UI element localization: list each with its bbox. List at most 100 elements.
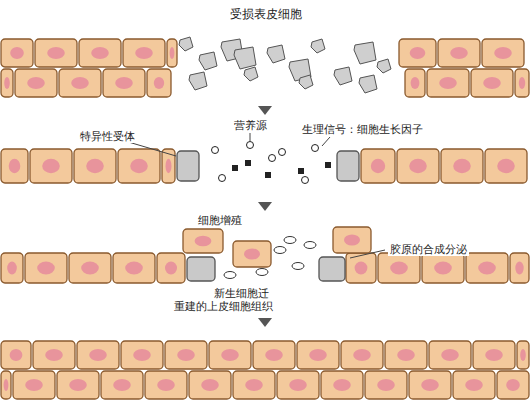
cell-nucleus [245, 379, 263, 391]
epidermal-cell [361, 149, 395, 183]
step-arrow [258, 106, 272, 115]
cell-nucleus [10, 47, 24, 59]
epidermal-cell [510, 253, 529, 283]
cell-fragment [377, 59, 391, 73]
epidermal-cell [397, 149, 439, 183]
cell-nucleus [71, 77, 89, 89]
epidermal-cell [147, 69, 171, 97]
epidermal-cell [30, 149, 72, 183]
cell-nucleus [483, 77, 501, 89]
cell-nucleus [135, 47, 153, 59]
epidermal-cell [429, 341, 471, 369]
cell-nucleus [27, 77, 45, 89]
damaged-cell [177, 151, 199, 181]
cell-nucleus [42, 159, 60, 173]
cell-fragment [299, 75, 313, 89]
epidermal-cell [466, 253, 508, 283]
cell-fragment [267, 45, 285, 63]
collagen [304, 242, 316, 249]
cell-nucleus [411, 77, 420, 89]
damaged-cell [319, 257, 345, 281]
epidermal-cell [297, 341, 339, 369]
cell-nucleus [86, 159, 104, 173]
epidermal-cell [189, 371, 231, 399]
cell-nucleus [166, 159, 172, 173]
epidermal-cell [422, 253, 464, 283]
cell-nucleus [409, 159, 427, 173]
epidermal-cell [121, 341, 163, 369]
cell-nucleus [333, 379, 351, 391]
epidermal-cell [79, 39, 121, 67]
epidermal-cell [77, 341, 119, 369]
cell-nucleus [125, 262, 143, 275]
nutrient [312, 145, 319, 152]
epidermal-cell [471, 69, 513, 97]
cell-nucleus [89, 349, 107, 361]
epidermal-cell [473, 341, 515, 369]
cell-nucleus [25, 379, 43, 391]
epidermal-cell [438, 39, 480, 67]
epidermal-cell [1, 149, 28, 183]
epidermal-cell [515, 69, 529, 97]
cell-nucleus [4, 379, 9, 391]
cell-fragment [244, 67, 258, 81]
growth-factor [298, 168, 304, 174]
epidermal-cell [482, 39, 524, 67]
epidermal-cell [277, 371, 319, 399]
epidermal-cell [145, 371, 187, 399]
growth-factor [245, 160, 251, 166]
cell-nucleus [10, 349, 23, 361]
collagen [274, 247, 286, 254]
leader-line [322, 137, 330, 146]
cell-nucleus [465, 379, 483, 391]
cell-nucleus [410, 47, 426, 59]
growth-factor [265, 172, 271, 178]
label: 细胞增殖 [196, 214, 244, 227]
cell-nucleus [439, 77, 457, 89]
cell-nucleus [497, 159, 515, 173]
cell-nucleus [45, 349, 63, 361]
cell-fragment [334, 67, 352, 85]
epidermal-cell [485, 149, 527, 183]
cell-nucleus [177, 349, 195, 361]
nutrient [212, 147, 219, 154]
cell-nucleus [355, 262, 368, 275]
epidermal-cell [365, 371, 407, 399]
label: 生理信号：细胞生长因子 [300, 123, 425, 136]
epidermal-cell [427, 69, 469, 97]
epidermal-cell [497, 371, 529, 399]
epidermal-cell [209, 341, 251, 369]
epidermal-cell [25, 253, 67, 283]
epidermal-cell [13, 371, 55, 399]
cell-nucleus [309, 349, 327, 361]
cell-nucleus [133, 349, 151, 361]
epidermal-cell [167, 39, 177, 67]
cell-nucleus [494, 47, 512, 59]
cell-fragment [359, 75, 377, 93]
cell-nucleus [165, 262, 177, 275]
collagen [224, 272, 236, 279]
diagram-title: 受损表皮细胞 [228, 8, 304, 21]
nutrient [302, 177, 309, 184]
cell-nucleus [244, 248, 260, 259]
cell-nucleus [371, 159, 385, 173]
cell-fragment [354, 42, 376, 64]
epidermal-cell [35, 39, 77, 67]
collagen [284, 237, 296, 244]
epidermal-cell [183, 229, 223, 253]
label: 重建的上皮细胞组织 [172, 300, 275, 313]
epidermal-cell [33, 341, 75, 369]
epidermal-cell [74, 149, 116, 183]
label: 新生细胞迁 [212, 287, 271, 300]
nutrient [269, 155, 276, 162]
leader-line [250, 133, 251, 141]
cell-nucleus [397, 349, 415, 361]
cell-fragment [179, 37, 193, 51]
cell-nucleus [506, 379, 520, 391]
epidermal-cell [101, 371, 143, 399]
nutrient [247, 142, 254, 149]
cell-nucleus [201, 379, 219, 391]
cell-nucleus [478, 262, 496, 275]
epidermal-cell [157, 253, 185, 283]
